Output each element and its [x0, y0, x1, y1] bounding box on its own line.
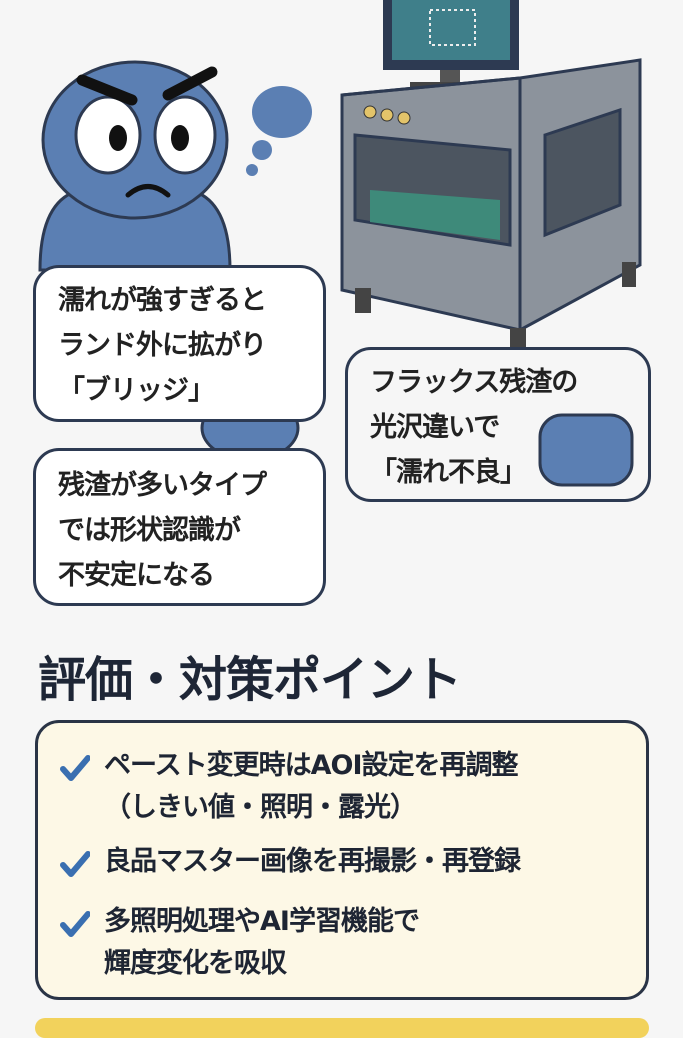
aoi-machine — [340, 0, 642, 348]
illustration — [38, 0, 642, 487]
point-item: 多照明処理やAI学習機能で 輝度変化を吸収 — [60, 901, 420, 985]
point-text: 良品マスター画像を再撮影・再登録 — [104, 846, 521, 877]
checkmark-icon — [60, 755, 90, 781]
point-text: ペースト変更時はAOI設定を再調整 — [104, 750, 519, 781]
bubble-line: 濡れが強すぎると — [58, 285, 267, 316]
point-item: 良品マスター画像を再撮影・再登録 — [60, 841, 521, 883]
bubble-line: 「ブリッジ」 — [58, 375, 215, 406]
bubble-line: 不安定になる — [58, 560, 215, 591]
checkmark-icon — [60, 851, 90, 877]
point-text: （しきい値・照明・露光） — [104, 792, 417, 823]
checkmark-icon — [60, 911, 90, 937]
bubble-line: では形状認識が — [58, 515, 241, 546]
point-item: ペースト変更時はAOI設定を再調整 （しきい値・照明・露光） — [60, 745, 519, 829]
thought-bubble-icon — [246, 86, 312, 176]
bubble-line: 残渣が多いタイプ — [58, 470, 267, 501]
speech-bubble-flux: フラックス残渣の 光沢違いで 「濡れ不良」 — [345, 347, 651, 502]
speech-bubble-bridge: 濡れが強すぎると ランド外に拡がり 「ブリッジ」 — [33, 265, 326, 422]
worried-character — [38, 60, 232, 272]
points-box: ペースト変更時はAOI設定を再調整 （しきい値・照明・露光） 良品マスター画像を… — [35, 720, 649, 1000]
bottom-banner-edge — [35, 1018, 649, 1038]
bubble-line: 「濡れ不良」 — [370, 457, 527, 488]
point-text: 輝度変化を吸収 — [104, 948, 287, 979]
point-text: 多照明処理やAI学習機能で — [104, 906, 420, 937]
section-title: 評価・対策ポイント — [38, 652, 462, 708]
bubble-line: ランド外に拡がり — [58, 330, 267, 361]
bubble-line: フラックス残渣の — [370, 367, 578, 398]
speech-bubble-residue: 残渣が多いタイプ では形状認識が 不安定になる — [33, 448, 326, 606]
component-icon — [538, 413, 634, 487]
bubble-line: 光沢違いで — [370, 412, 500, 443]
